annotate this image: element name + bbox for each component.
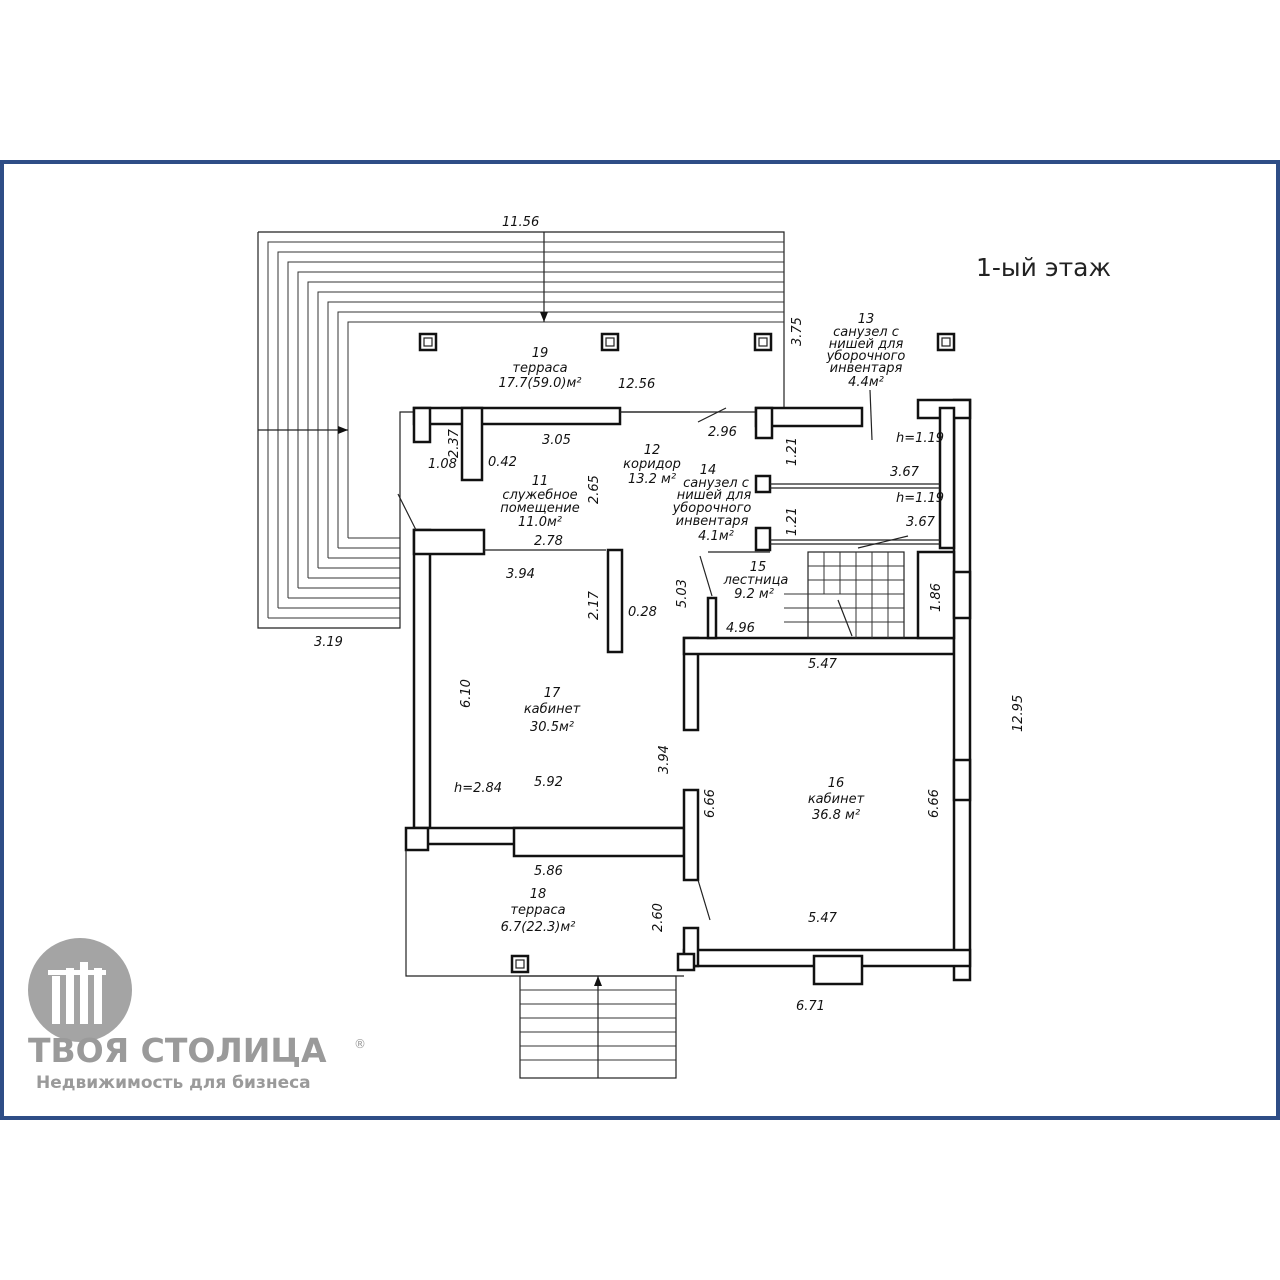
dim-5-47-lower: 5.47 [808, 911, 838, 926]
room-name: служебное [502, 488, 577, 503]
door-swings [397, 389, 909, 921]
room-area: 30.5м² [530, 720, 574, 735]
dim-0-42: 0.42 [488, 455, 517, 470]
room-number: 12 [644, 443, 661, 458]
brand-registered-mark: ® [354, 1037, 366, 1051]
room-area: 4.4м² [848, 375, 884, 390]
room-name: терраса [510, 903, 565, 918]
room-number: 13 [858, 312, 875, 327]
dim-3-67-upper: 3.67 [890, 465, 920, 480]
dim-5-47-upper: 5.47 [808, 657, 838, 672]
dim-6-66-left: 6.66 [703, 789, 718, 818]
room-name: кабинет [808, 792, 865, 807]
terrace-18 [405, 850, 684, 1079]
room-area: 13.2 м² [628, 472, 676, 487]
room-name: терраса [512, 361, 567, 376]
brand-logo: ТВОЯ СТОЛИЦА ® Недвижимость для бизнеса [28, 938, 366, 1093]
dim-3-67-lower: 3.67 [906, 515, 936, 530]
brand-tagline: Недвижимость для бизнеса [36, 1073, 311, 1093]
logo-building-icon [48, 962, 106, 1024]
room-name: помещение [500, 501, 579, 516]
room-14-label: 14 санузел с нишей для уборочного инвент… [672, 463, 752, 544]
dim-h-1-19-upper: h=1.19 [896, 431, 944, 446]
plan-frame [0, 160, 1280, 1120]
room-12-label: 12 коридор 13.2 м² [623, 443, 681, 487]
dim-3-05: 3.05 [542, 433, 571, 448]
room-area: 6.7(22.3)м² [501, 920, 576, 935]
room-number: 19 [532, 346, 549, 361]
room-11-label: 11 служебное помещение 11.0м² [500, 474, 579, 530]
dim-6-66-right: 6.66 [927, 789, 942, 818]
room-area: 36.8 м² [812, 808, 860, 823]
room-name: санузел с [833, 325, 899, 340]
room-name: уборочного [826, 349, 906, 364]
dim-1-21-upper: 1.21 [785, 437, 800, 466]
dim-h-1-19-lower: h=1.19 [896, 491, 944, 506]
room-18-label: 18 терраса 6.7(22.3)м² [501, 887, 576, 935]
dim-2-37: 2.37 [447, 428, 462, 458]
dim-h-2-84: h=2.84 [454, 781, 502, 796]
room-area: 17.7(59.0)м² [498, 376, 581, 391]
room-name: нишей для [677, 488, 752, 503]
room-number: 18 [530, 887, 547, 902]
dim-terrace-inner: 12.56 [618, 377, 655, 392]
room-name: коридор [623, 457, 681, 472]
dim-1-08: 1.08 [428, 457, 457, 472]
dim-5-03: 5.03 [675, 579, 690, 608]
dim-2-96: 2.96 [708, 425, 737, 440]
dim-2-60: 2.60 [651, 903, 666, 932]
room-name: инвентаря [676, 514, 749, 529]
dim-5-86: 5.86 [534, 864, 563, 879]
dimension-labels: 11.56 3.75 12.56 3.19 3.05 2.37 1.08 0.4… [314, 215, 1026, 1014]
dim-3-94-upper: 3.94 [506, 567, 535, 582]
dim-terrace-width: 11.56 [502, 215, 539, 230]
room-name: уборочного [672, 501, 752, 516]
floor-title: 1-ый этаж [976, 253, 1111, 282]
room-13-label: 13 санузел с нишей для уборочного инвент… [826, 312, 906, 390]
dim-2-65: 2.65 [587, 475, 602, 504]
brand-name: ТВОЯ СТОЛИЦА [28, 1031, 327, 1070]
dim-5-92: 5.92 [534, 775, 563, 790]
terrace-19-steps [257, 231, 785, 629]
dim-3-94-lower: 3.94 [657, 745, 672, 774]
dim-12-95: 12.95 [1011, 695, 1026, 732]
room-15-label: 15 лестница 9.2 м² [723, 560, 789, 602]
dim-6-10: 6.10 [459, 679, 474, 708]
building-walls [404, 398, 972, 986]
room-16-label: 16 кабинет 36.8 м² [808, 776, 865, 823]
dim-1-21-lower: 1.21 [785, 507, 800, 536]
room-name: нишей для [829, 337, 904, 352]
room-name: лестница [723, 573, 789, 588]
dim-1-86: 1.86 [929, 583, 944, 612]
dim-6-71: 6.71 [796, 999, 825, 1014]
dim-2-78: 2.78 [534, 534, 563, 549]
room-number: 17 [544, 686, 561, 701]
room-17-label: 17 кабинет 30.5м² [524, 686, 581, 735]
room-number: 14 [700, 463, 717, 478]
room-area: 4.1м² [698, 529, 734, 544]
room-number: 11 [532, 474, 549, 489]
dim-0-28: 0.28 [628, 605, 657, 620]
room-name: инвентаря [830, 361, 903, 376]
dim-4-96: 4.96 [726, 621, 755, 636]
room-number: 15 [750, 560, 767, 575]
dim-terrace-depth: 3.75 [790, 317, 805, 346]
terrace-columns [418, 332, 956, 352]
room-area: 11.0м² [518, 515, 562, 530]
room-name: кабинет [524, 702, 581, 717]
room-area: 9.2 м² [734, 587, 774, 602]
dim-2-17: 2.17 [587, 590, 602, 620]
room-name: санузел с [683, 476, 749, 491]
room-19-label: 19 терраса 17.7(59.0)м² [498, 346, 581, 391]
stairs-15 [784, 551, 905, 639]
dim-terrace-side: 3.19 [314, 635, 343, 650]
room-number: 16 [828, 776, 845, 791]
